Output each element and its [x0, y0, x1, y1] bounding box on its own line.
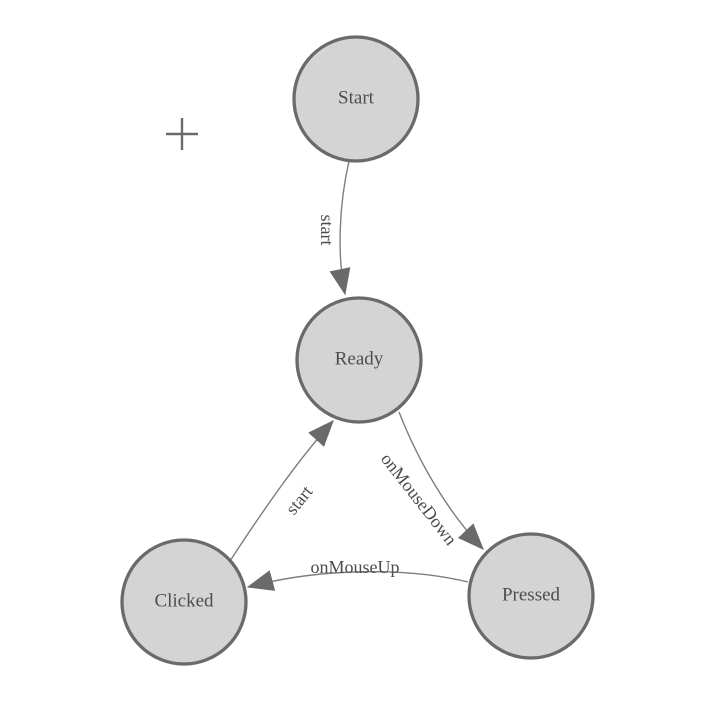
edge-clicked-ready[interactable]	[229, 420, 334, 562]
edge-label-start-ready: start	[317, 215, 337, 246]
node-pressed-label: Pressed	[502, 585, 561, 606]
node-pressed[interactable]: Pressed	[467, 532, 595, 660]
node-clicked[interactable]: Clicked	[120, 538, 248, 666]
plus-crosshair-icon	[166, 118, 198, 150]
node-ready[interactable]: Ready	[295, 296, 423, 424]
node-pressed-circle[interactable]	[467, 532, 595, 660]
edge-label-ready-pressed: onMouseDown	[377, 449, 461, 549]
node-clicked-label: Clicked	[154, 591, 214, 612]
node-start[interactable]: Start	[292, 35, 420, 163]
node-ready-label: Ready	[335, 349, 384, 370]
edge-start-ready[interactable]	[329, 160, 351, 296]
edge-ready-pressed[interactable]	[398, 411, 484, 550]
edge-pressed-clicked[interactable]	[246, 570, 469, 591]
edge-label-clicked-ready: start	[281, 482, 316, 519]
node-clicked-circle[interactable]	[120, 538, 248, 666]
edge-label-pressed-clicked: onMouseUp	[311, 557, 400, 577]
node-start-circle[interactable]	[292, 35, 420, 163]
node-ready-circle[interactable]	[295, 296, 423, 424]
node-start-label: Start	[338, 88, 375, 109]
